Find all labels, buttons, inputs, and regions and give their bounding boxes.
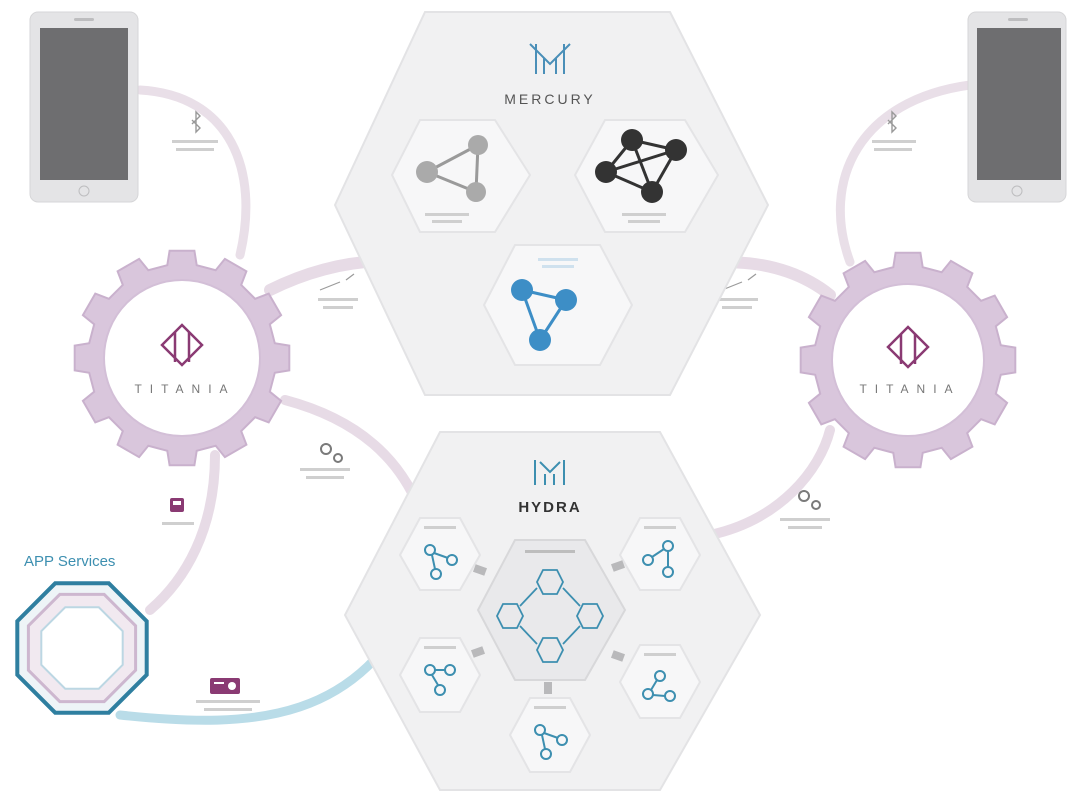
bluetooth-icon: [887, 110, 897, 134]
mercury-subhex-left: [390, 119, 532, 233]
network-node: [466, 182, 486, 202]
connector-titania-left-to-app: [145, 450, 220, 615]
titania-left-gear: TITANIA: [73, 249, 291, 467]
network-icon: [642, 670, 676, 702]
hydra-satellite-top-left: [398, 517, 482, 591]
smartphone-left: [29, 11, 139, 203]
network-node: [621, 129, 643, 151]
network-node: [665, 139, 687, 161]
smartphone-right: [967, 11, 1067, 203]
hydra-satellite-top-right: [618, 517, 702, 591]
hydra-internal-connectors: [470, 560, 626, 694]
connector-phone-right-to-titania: [835, 80, 975, 267]
mercury-title: MERCURY: [504, 91, 596, 107]
hydra-hexagon: HYDRA: [343, 431, 762, 791]
device-icon: [170, 498, 184, 512]
network-icon: [424, 544, 458, 580]
network-node: [511, 279, 533, 301]
caption-placeholder-marks: [162, 140, 916, 711]
hydra-satellite-bottom: [508, 697, 592, 773]
app-services-title: APP Services: [24, 553, 115, 570]
hydra-satellite-bottom-right: [618, 644, 702, 719]
network-node: [555, 289, 577, 311]
titania-logo-icon: [160, 323, 204, 367]
hydra-center-hexagon: [476, 539, 627, 681]
mercury-subhex-bottom: [482, 244, 634, 366]
titania-logo-icon: [886, 325, 930, 369]
network-node: [468, 135, 488, 155]
hydra-logo-icon: [534, 460, 565, 485]
network-icon: [534, 724, 568, 760]
network-icon: [642, 540, 674, 578]
connector-hydra-to-titania-right: [705, 425, 835, 540]
mercury-logo-icon: [529, 43, 571, 74]
hydra-title: HYDRA: [518, 499, 581, 516]
signal-icon: [319, 273, 355, 291]
connector-titania-left-to-hydra: [280, 395, 425, 515]
connector-phone-left-to-titania: [135, 85, 251, 260]
mercury-subhex-right: [573, 119, 720, 233]
network-node: [641, 181, 663, 203]
network-node: [595, 161, 617, 183]
network-icon: [424, 664, 456, 696]
gears-icon: [320, 443, 343, 463]
network-node: [529, 329, 551, 351]
gears-icon: [798, 490, 821, 510]
radio-icon: [210, 678, 240, 694]
titania-left-title: TITANIA: [134, 382, 235, 396]
bluetooth-icon: [191, 110, 201, 134]
titania-right-gear: TITANIA: [799, 251, 1017, 469]
titania-right-title: TITANIA: [859, 382, 960, 396]
network-node: [416, 161, 438, 183]
mercury-hexagon: MERCURY: [333, 11, 770, 396]
hydra-satellite-bottom-left: [398, 637, 482, 713]
octagon-ring-icon: [15, 581, 149, 715]
